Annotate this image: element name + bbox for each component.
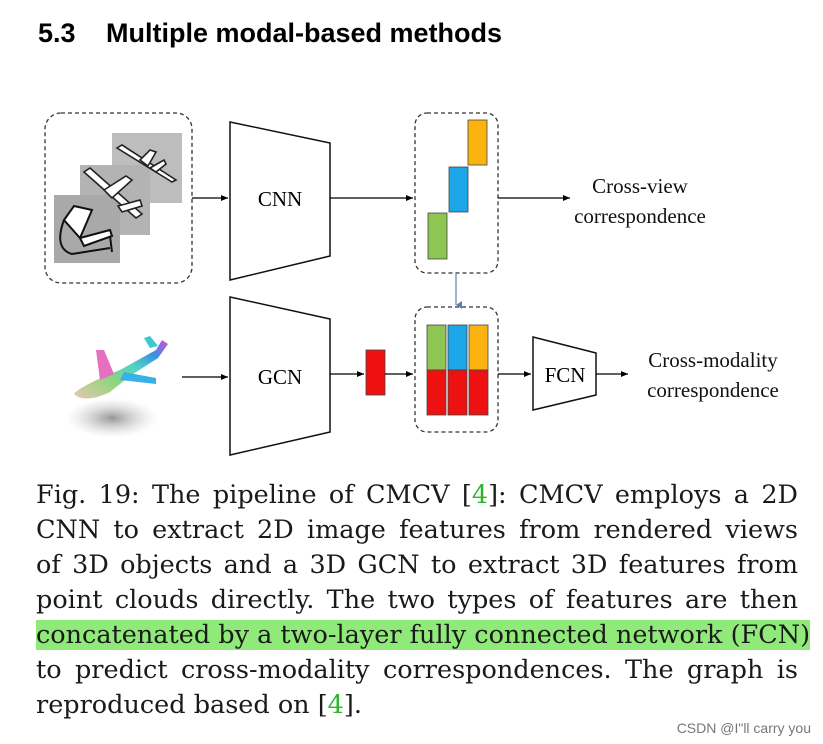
caption-line-2: CNN to extract 2D image features from re… <box>36 515 798 545</box>
fcn-label: FCN <box>545 363 586 387</box>
cnn-label: CNN <box>258 187 302 211</box>
feature-bar-blue <box>448 166 469 213</box>
fuselage-shape <box>74 340 168 399</box>
caption-text-7b: ]. <box>343 690 362 720</box>
caption-line-1: Fig. 19: The pipeline of CMCV [4]: CMCV … <box>36 478 798 513</box>
tail-shape <box>144 336 158 348</box>
gcn-block: GCN <box>229 296 331 456</box>
view-features-group <box>414 112 499 274</box>
figure-caption: Fig. 19: The pipeline of CMCV [4]: CMCV … <box>36 478 811 723</box>
point-cloud-airplane <box>66 336 168 438</box>
rendered-views-group <box>44 112 193 284</box>
cnn-block: CNN <box>229 121 331 281</box>
crossmodality-label-line2: correspondence <box>647 378 779 402</box>
chair-icon <box>59 204 114 256</box>
citation-link-1[interactable]: 4 <box>471 480 489 510</box>
feature-bar-green <box>427 212 448 260</box>
point-cloud-shadow <box>66 398 158 438</box>
citation-link-2[interactable]: 4 <box>327 690 344 720</box>
caption-line-3: of 3D objects and a 3D GCN to extract 3D… <box>36 550 798 580</box>
csdn-watermark: CSDN @I"ll carry you <box>676 720 811 736</box>
caption-line-7: reproduced based on [4]. <box>36 688 798 723</box>
section-number: 5.3 <box>38 18 76 48</box>
concat-bar-blue <box>447 324 468 371</box>
section-title: Multiple modal-based methods <box>106 18 503 48</box>
caption-line-5: concatenated by a two-layer fully connec… <box>36 618 811 653</box>
concat-features-group <box>414 306 499 433</box>
wing-lower-shape <box>120 372 156 384</box>
concat-bar-red-2 <box>447 369 468 416</box>
crossview-label-line1: Cross-view <box>592 174 688 198</box>
crossview-label-line2: correspondence <box>574 204 706 228</box>
crossmodality-label-line1: Cross-modality <box>648 348 778 372</box>
wing-upper-shape <box>96 350 114 380</box>
highlighted-text: concatenated by a two-layer fully connec… <box>36 620 811 650</box>
concat-bar-red-1 <box>426 369 447 416</box>
point-feature-bar <box>365 349 386 396</box>
caption-text-7a: reproduced based on [ <box>36 690 328 720</box>
section-heading: 5.3 Multiple modal-based methods <box>38 18 502 49</box>
concat-bar-red-3 <box>468 369 489 416</box>
caption-text-1a: Fig. 19: The pipeline of CMCV [ <box>36 480 472 510</box>
gcn-label: GCN <box>258 365 302 389</box>
airplane-icon-small <box>115 144 178 183</box>
pipeline-figure: CNN GCN FCN C <box>44 112 779 456</box>
concat-bar-green <box>426 324 447 371</box>
airplane-icon-large <box>82 166 144 220</box>
caption-line-6: to predict cross-modality correspondence… <box>36 655 798 685</box>
arrows <box>182 195 628 380</box>
caption-text-1b: ]: CMCV employs a 2D <box>488 480 798 510</box>
caption-line-4: point clouds directly. The two types of … <box>36 585 798 615</box>
feature-bar-orange <box>467 119 488 166</box>
concat-bar-orange <box>468 324 489 371</box>
views-dashed-box <box>44 112 193 284</box>
fcn-block: FCN <box>532 336 597 411</box>
